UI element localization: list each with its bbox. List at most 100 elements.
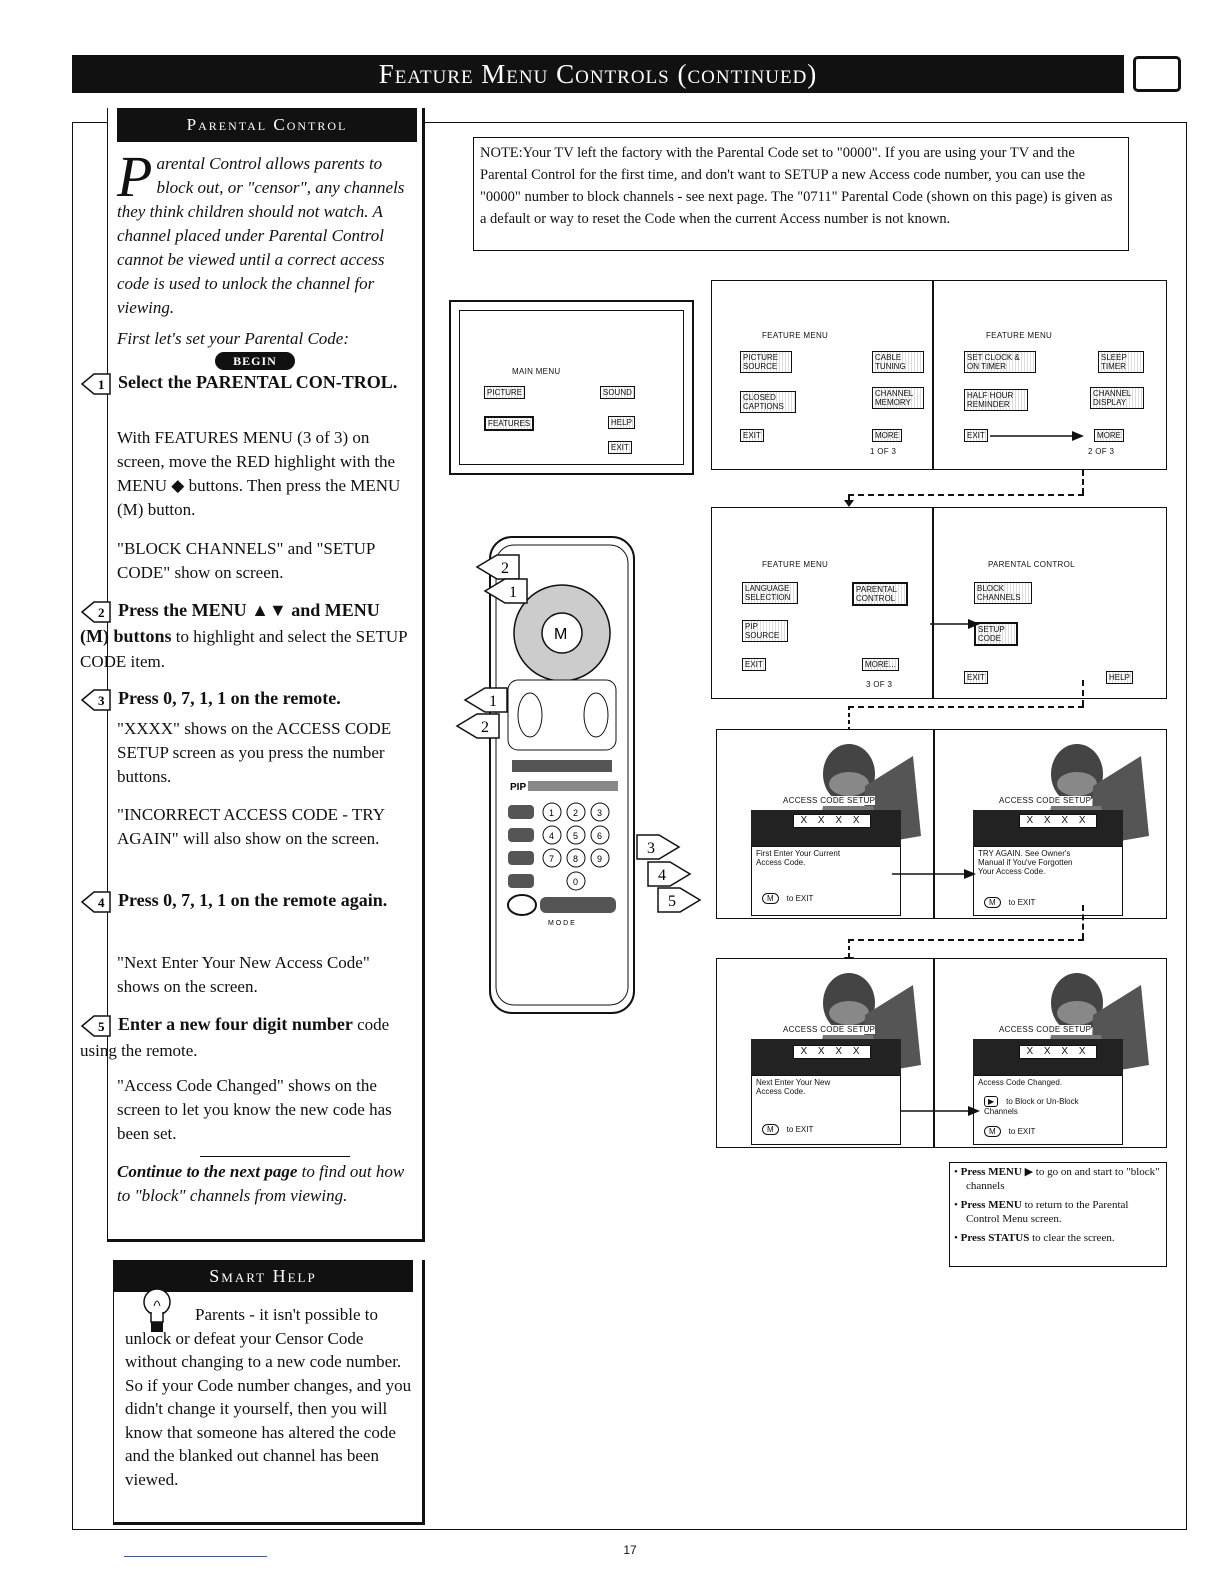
feature1-channel-memory: CHANNEL MEMORY — [872, 387, 924, 409]
parental-setup-code: SETUP CODE — [974, 622, 1018, 646]
callout-2-low-num: 2 — [481, 719, 489, 736]
connector-1a — [1082, 470, 1084, 494]
callout-2-top-num: 2 — [501, 560, 509, 577]
main-menu-picture: PICTURE — [484, 386, 526, 399]
m-button-icon: M — [762, 1124, 779, 1135]
main-menu-tv: MAIN MENU PICTURE SOUND FEATURES HELP EX… — [449, 300, 694, 475]
step-1-body-a: With FEATURES MENU (3 of 3) on screen, m… — [117, 428, 401, 519]
parental-control-menu: PARENTAL CONTROL BLOCK CHANNELS SETUP CO… — [933, 507, 1167, 699]
tip-item: • Press MENU to return to the Parental C… — [954, 1199, 1129, 1225]
access2-code: X X X X — [1019, 814, 1097, 828]
remote-key-5: 5 — [573, 831, 578, 841]
step-3-body-a: "XXXX" shows on the ACCESS CODE SETUP sc… — [117, 719, 392, 786]
access4-opt: to Block or Un-Block Channels — [984, 1097, 1079, 1116]
access3-msg: Next Enter Your New Access Code. — [756, 1078, 831, 1096]
frame-left — [72, 122, 73, 1530]
feature-menu-2: FEATURE MENU SET CLOCK & ON TIMER SLEEP … — [933, 280, 1167, 470]
svg-text:M: M — [554, 626, 567, 643]
smart-help-title: Smart Help — [113, 1260, 413, 1292]
callout-3: 3 — [635, 833, 681, 866]
note-box: NOTE:Your TV left the factory with the P… — [473, 137, 1129, 251]
m-button-icon: M — [984, 1126, 1001, 1137]
step-4-badge: 4 — [80, 890, 111, 914]
play-button-icon: ▶ — [984, 1096, 999, 1107]
tip-item: • Press MENU ▶ to go on and start to "bl… — [954, 1166, 1160, 1192]
step-2-badge: 2 — [80, 600, 111, 624]
feature3-more: MORE... — [862, 658, 899, 671]
remote-key-3: 3 — [597, 808, 602, 818]
parental-menu-label: PARENTAL CONTROL — [988, 560, 1075, 569]
callout-1-top-num: 1 — [509, 584, 517, 601]
main-menu-sound: SOUND — [600, 386, 635, 399]
feature3-pip-source: PIP SOURCE — [742, 620, 788, 642]
tip-item: • Press STATUS to clear the screen. — [954, 1232, 1115, 1244]
page-title: Feature Menu Controls (continued) — [72, 55, 1124, 93]
intro-text: arental Control allows parents to block … — [117, 154, 405, 317]
connector-3b — [848, 939, 1084, 941]
access-screen-4: ACCESS CODE SETUP X X X X Access Code Ch… — [934, 958, 1167, 1148]
step-5-num: 5 — [98, 1019, 105, 1034]
callout-1-top: 1 — [483, 577, 529, 610]
access1-title: ACCESS CODE SETUP — [783, 796, 876, 805]
access2-msg: TRY AGAIN. See Owner's Manual if You've … — [978, 849, 1073, 876]
step-5-body: "Access Code Changed" shows on the scree… — [117, 1076, 392, 1143]
remote-pip-label: PIP — [510, 782, 526, 793]
step-4-body: "Next Enter Your New Access Code" shows … — [117, 953, 370, 996]
feature1-exit: EXIT — [740, 429, 764, 442]
access4-title: ACCESS CODE SETUP — [999, 1025, 1092, 1034]
connector-1-arrow — [842, 494, 856, 513]
arrow-3 — [892, 866, 976, 887]
access-screen-2: ACCESS CODE SETUP X X X X TRY AGAIN. See… — [934, 729, 1167, 919]
smart-help-text: Parents - it isn't possible to unlock or… — [125, 1305, 412, 1489]
feature3-language: LANGUAGE SELECTION — [742, 582, 798, 604]
m-button-icon: M — [984, 897, 1001, 908]
header-icon-box — [1133, 56, 1181, 92]
frame-top — [72, 122, 1187, 123]
frame-bottom — [72, 1529, 1187, 1530]
feature1-page: 1 OF 3 — [870, 447, 897, 456]
access2-title: ACCESS CODE SETUP — [999, 796, 1092, 805]
feature3-exit: EXIT — [742, 658, 766, 671]
remote-key-4: 4 — [549, 831, 554, 841]
feature3-label: FEATURE MENU — [762, 560, 829, 569]
access3-title: ACCESS CODE SETUP — [783, 1025, 876, 1034]
parental-control-panel — [107, 108, 425, 1242]
feature3-parental-control: PARENTAL CONTROL — [852, 582, 908, 606]
feature2-page: 2 OF 3 — [1088, 447, 1115, 456]
parental-block-channels: BLOCK CHANNELS — [974, 582, 1032, 604]
access4-code: X X X X — [1019, 1045, 1097, 1059]
access2-exit: to EXIT — [1008, 898, 1036, 907]
step-1-body-b: "BLOCK CHANNELS" and "SETUP CODE" show o… — [117, 539, 375, 582]
callout-5: 5 — [656, 886, 702, 919]
continue-bold: Continue to the next page — [117, 1162, 298, 1181]
step-5-badge: 5 — [80, 1014, 111, 1038]
callout-4-num: 4 — [658, 867, 666, 884]
parental-exit: EXIT — [964, 671, 988, 684]
step-2-title: Press the MENU ▲▼ and MENU (M) buttons — [80, 600, 380, 646]
callout-5-num: 5 — [668, 893, 676, 910]
remote-mode-label: M O D E — [548, 920, 575, 927]
remote-key-1: 1 — [549, 808, 554, 818]
parental-help: HELP — [1106, 671, 1133, 684]
remote-key-9: 9 — [597, 854, 602, 864]
connector-3a — [1082, 905, 1084, 939]
callout-2-top: 2 — [475, 553, 521, 586]
callout-2-low: 2 — [455, 712, 501, 745]
divider — [200, 1156, 350, 1157]
step-3-badge: 3 — [80, 688, 111, 712]
arrow-4 — [900, 1103, 980, 1124]
step-1-num: 1 — [98, 377, 105, 392]
feature1-closed-captions: CLOSED CAPTIONS — [740, 391, 796, 413]
access4-opt-row: ▶to Block or Un-Block Channels — [984, 1096, 1114, 1116]
feature3-page: 3 OF 3 — [866, 680, 893, 689]
main-menu-help: HELP — [608, 416, 635, 429]
main-menu-exit: EXIT — [608, 441, 632, 454]
main-menu-label: MAIN MENU — [512, 367, 561, 376]
step-5-title: Enter a new four digit number — [118, 1014, 353, 1034]
